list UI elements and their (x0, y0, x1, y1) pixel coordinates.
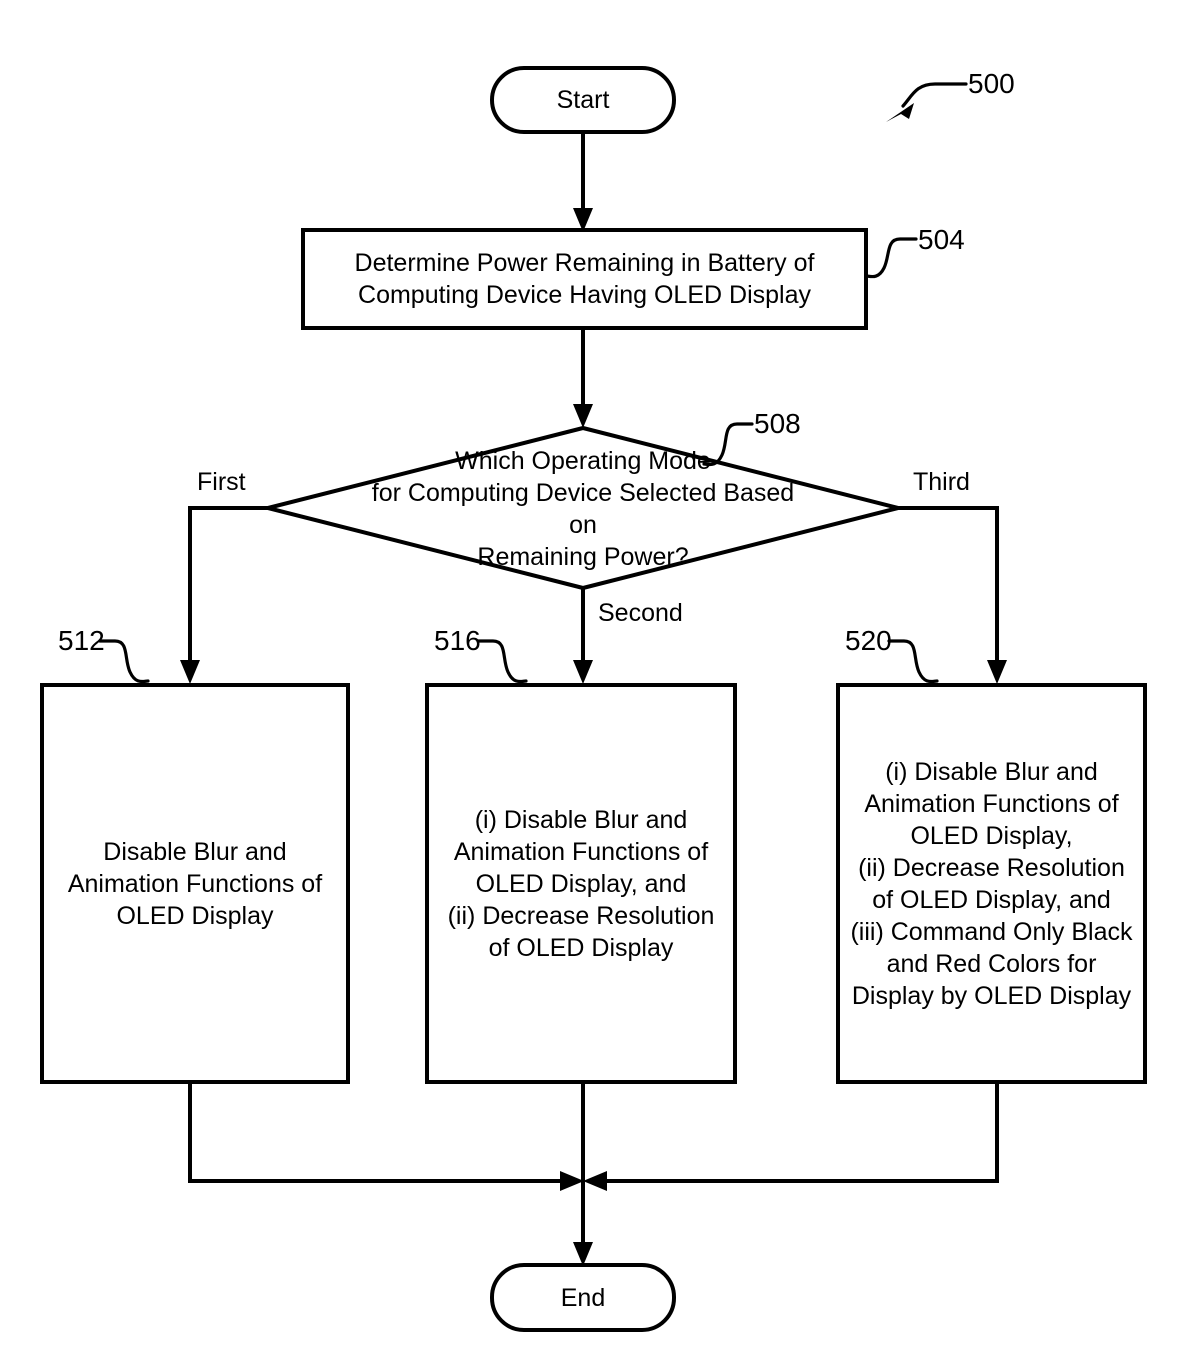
edge-520-to-merge (597, 1082, 999, 1183)
ref-516-leader (476, 639, 528, 684)
figure-500-leader (901, 82, 968, 108)
process-504-shape (301, 228, 868, 330)
process-504-label: Determine Power Remaining in Battery of … (354, 249, 815, 309)
reference-508: 508 (754, 408, 801, 439)
branch-label-third: Third (913, 468, 970, 496)
reference-504: 504 (918, 224, 965, 255)
edge-512-to-merge (188, 1082, 570, 1183)
reference-512: 512 (58, 625, 105, 656)
edge-start-to-504-arrowhead (573, 208, 593, 232)
figure-500-arrowhead (886, 103, 914, 122)
process-520-label: (i) Disable Blur and Animation Functions… (850, 757, 1133, 1010)
edge-508-to-516-arrowhead (573, 660, 593, 684)
ref-520-leader (887, 639, 939, 684)
start-terminal-label: Start (556, 86, 610, 114)
branch-label-second: Second (598, 599, 683, 627)
edge-508-to-512-arrowhead (180, 660, 200, 684)
edge-508-to-520 (898, 506, 999, 668)
process-512-shape (40, 683, 350, 1084)
edge-512-merge-arrowhead (560, 1171, 584, 1191)
edge-to-end-arrowhead (573, 1242, 593, 1266)
end-terminal-label: End (560, 1283, 606, 1312)
end-terminal-shape (490, 1263, 676, 1332)
ref-504-leader (864, 237, 918, 279)
edge-504-to-508-arrowhead (573, 404, 593, 428)
ref-512-leader (98, 639, 150, 684)
ref-508-leader (702, 422, 754, 467)
branch-label-first: First (197, 468, 246, 496)
edge-520-merge-arrowhead (583, 1171, 607, 1191)
edge-508-to-520-arrowhead (987, 660, 1007, 684)
decision-508-label: Which Operating Mode for Computing Devic… (371, 447, 795, 571)
process-520-shape (836, 683, 1147, 1084)
figure-reference-500: 500 (968, 68, 1015, 99)
process-512-label: Disable Blur and Animation Functions of … (67, 837, 323, 930)
process-516-shape (425, 683, 737, 1084)
reference-520: 520 (845, 625, 892, 656)
process-516-label: (i) Disable Blur and Animation Functions… (447, 805, 715, 962)
reference-516: 516 (434, 625, 481, 656)
edge-508-to-512 (188, 506, 268, 668)
